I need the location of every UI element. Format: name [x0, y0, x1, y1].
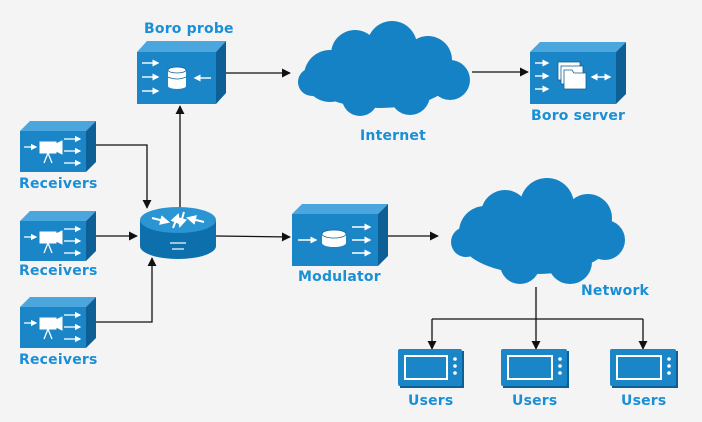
disk-icon	[321, 229, 347, 247]
receivers-label-2: Receivers	[19, 263, 98, 279]
connector-receiver3-router	[96, 257, 157, 323]
boro-probe-device	[137, 41, 226, 104]
camera-icon	[39, 140, 63, 164]
router-device	[140, 207, 216, 259]
receiver-device-2	[20, 211, 96, 261]
users-monitor-1	[398, 349, 464, 388]
users-monitor-3	[610, 349, 678, 388]
database-icon	[167, 66, 187, 89]
router-arrows-icon	[151, 211, 205, 229]
internet-label: Internet	[360, 128, 427, 144]
connectors	[96, 67, 648, 350]
modulator-label: Modulator	[298, 269, 381, 285]
modulator-device	[292, 204, 388, 266]
users-monitor-2	[501, 349, 569, 388]
boro-server-label: Boro server	[531, 108, 626, 124]
folder-icon	[557, 61, 587, 90]
connector-router-modulator	[215, 232, 291, 242]
boro-server-device	[530, 42, 626, 104]
users-label-3: Users	[621, 393, 667, 409]
users-label-2: Users	[512, 393, 558, 409]
receivers-label-3: Receivers	[19, 352, 98, 368]
camera-icon	[39, 230, 63, 254]
network-cloud	[451, 178, 625, 284]
receiver-device-3	[20, 297, 96, 348]
boro-probe-label: Boro probe	[144, 21, 234, 37]
network-label: Network	[581, 283, 650, 299]
receiver-device-1	[20, 121, 96, 172]
camera-icon	[39, 316, 63, 340]
receivers-label-1: Receivers	[19, 176, 98, 192]
internet-cloud	[298, 21, 470, 116]
users-label-1: Users	[408, 393, 454, 409]
connector-receiver1-router	[96, 144, 152, 209]
